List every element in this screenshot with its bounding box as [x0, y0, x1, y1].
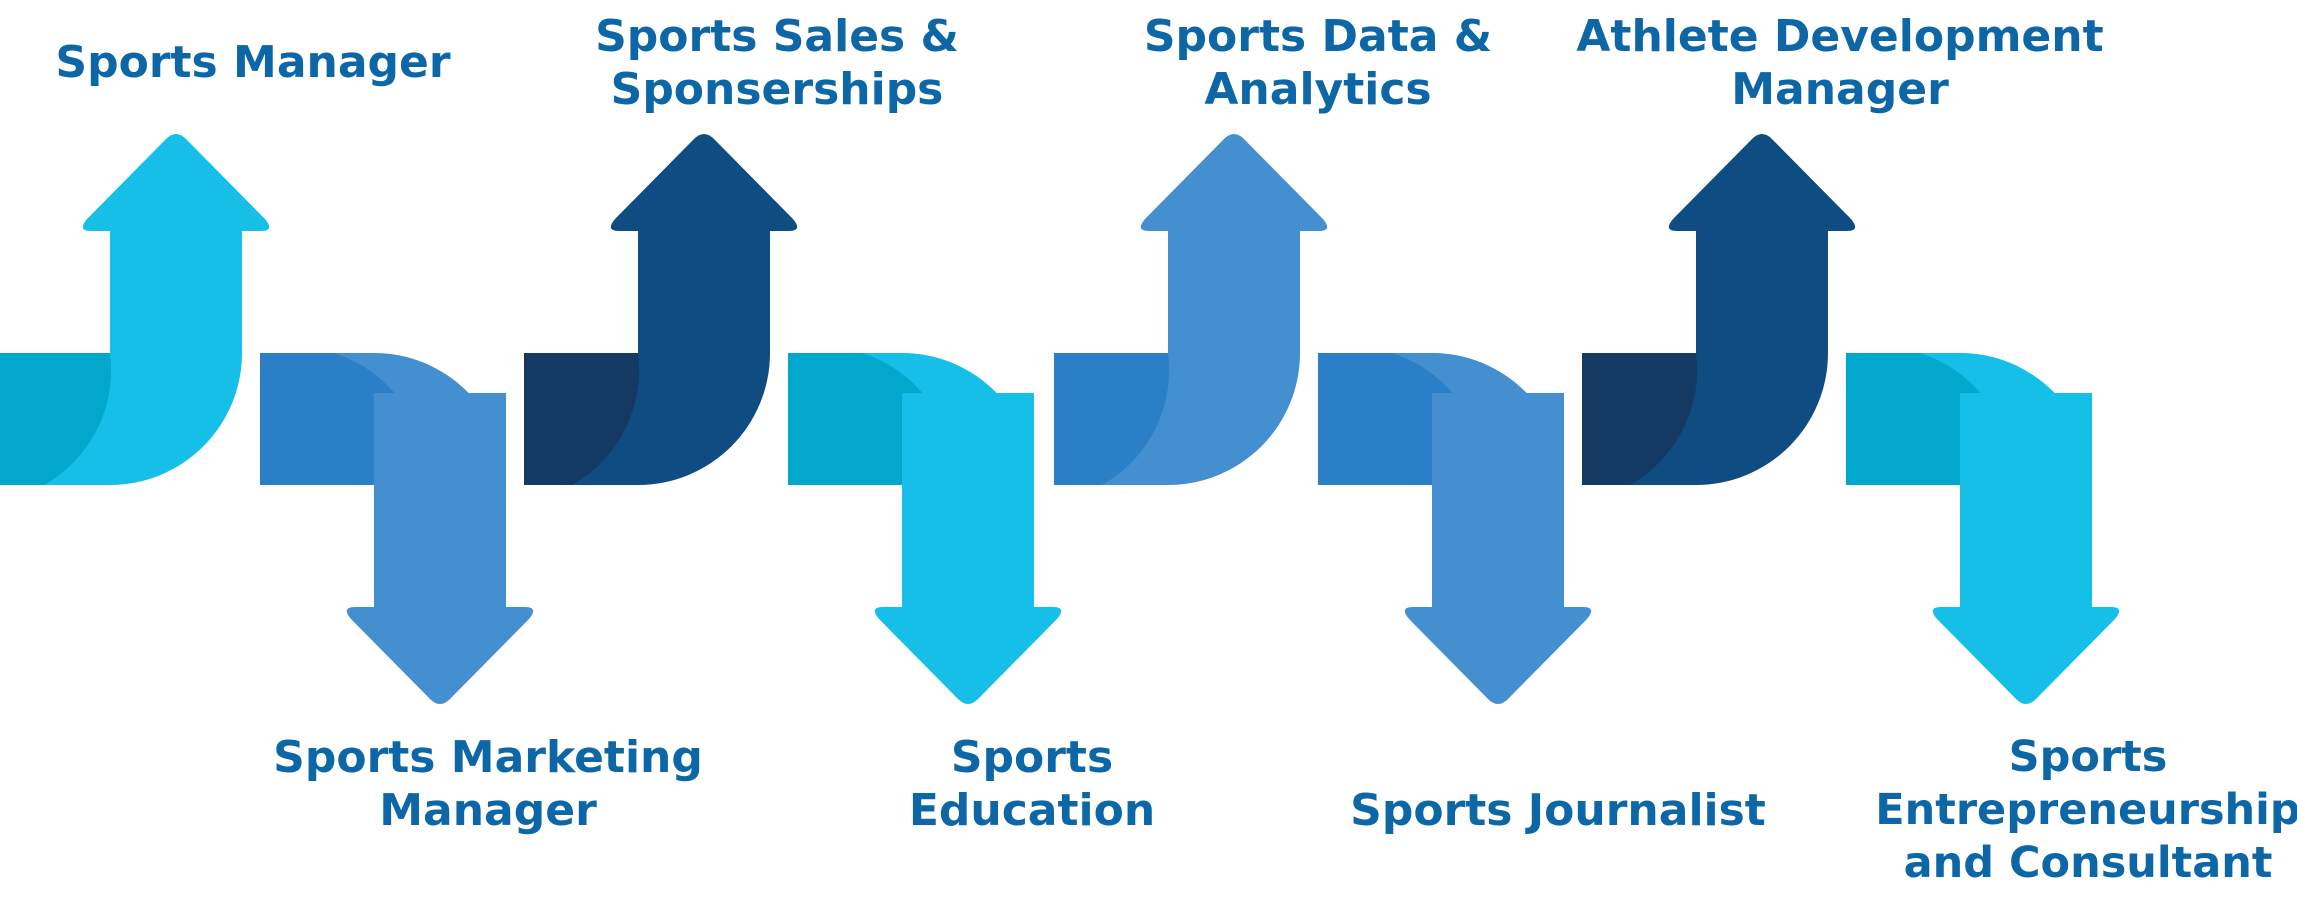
arrow-down-8: [1837, 344, 2129, 713]
arrow-shaft: [374, 393, 506, 608]
arrow-down-6: [1309, 344, 1601, 713]
step-label-line: Sports Manager: [55, 37, 451, 88]
step-label-3: Sports Sales &Sponserships: [595, 10, 959, 116]
step-label-5: Sports Data &Analytics: [1144, 10, 1492, 116]
band-shade: [1582, 353, 1698, 485]
step-label-line: Manager: [379, 785, 597, 836]
step-label-line: Sports Data &: [1143, 11, 1493, 62]
arrow-shaft: [638, 230, 770, 353]
arrow-shaft: [1696, 230, 1828, 353]
arrow-shaft: [1960, 393, 2092, 608]
step-label-6: Sports Journalist: [1350, 784, 1766, 837]
arrow-up-1: [0, 125, 279, 494]
step-label-1: Sports Manager: [55, 36, 450, 89]
arrow-up-5: [1045, 125, 1337, 494]
arrow-shaft: [1168, 230, 1300, 353]
arrow-down-2: [251, 344, 543, 713]
band-shade: [524, 353, 640, 485]
step-label-line: Athlete Development: [1576, 11, 2104, 62]
step-label-line: Sports Marketing: [273, 732, 703, 783]
step-label-line: Sports Sales &: [595, 11, 959, 62]
step-label-line: Entrepreneurship: [1875, 785, 2297, 835]
arrow-shaft: [110, 230, 242, 353]
step-label-line: Analytics: [1204, 64, 1432, 115]
arrow-up-3: [515, 125, 807, 494]
step-label-line: and Consultant: [1903, 838, 2273, 888]
step-label-line: Sports Journalist: [1350, 785, 1766, 836]
arrow-shaft: [1432, 393, 1564, 608]
arrow-down-4: [779, 344, 1071, 713]
arrow-shaft: [902, 393, 1034, 608]
step-label-line: Sports: [950, 732, 1114, 783]
band-shade: [0, 353, 112, 485]
step-label-line: Manager: [1731, 64, 1949, 115]
step-label-line: Sponserships: [610, 64, 944, 115]
step-label-line: Sports: [2008, 732, 2168, 782]
step-label-line: Education: [908, 785, 1156, 836]
band-shade: [1054, 353, 1170, 485]
arrow-up-7: [1573, 125, 1865, 494]
